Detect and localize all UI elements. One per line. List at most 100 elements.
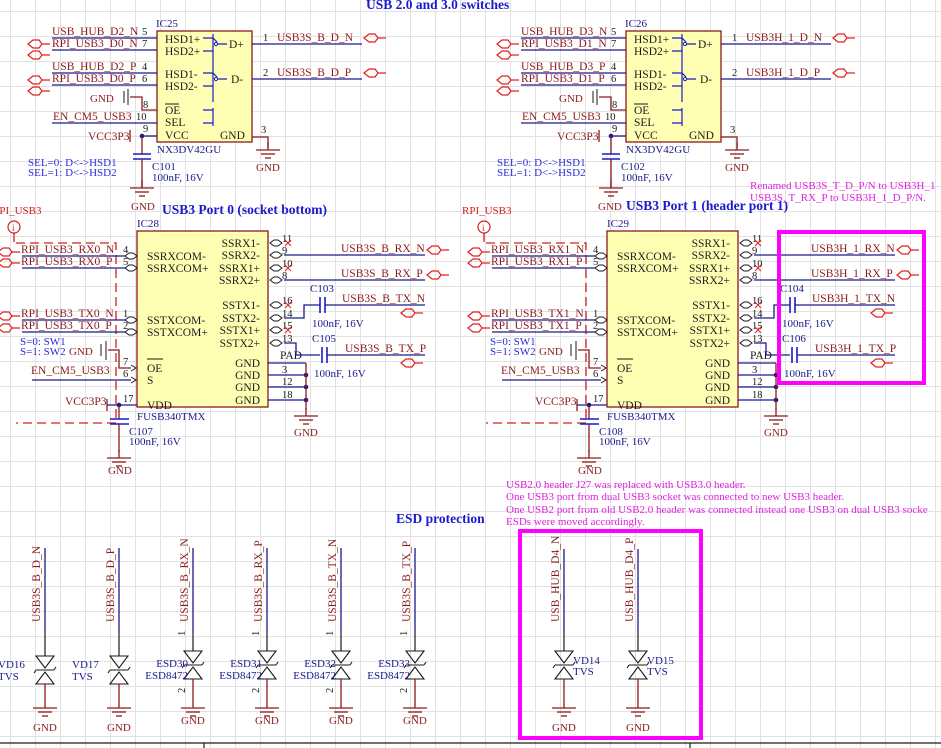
input-pin-icon (130, 376, 137, 384)
ic26-net-rpi-usb3-d1-p[interactable]: RPI_USB3_D1_P (521, 73, 605, 85)
ic26-net-usb-hub-d3-n[interactable]: USB_HUB_D3_N (521, 26, 608, 38)
esd-protection[interactable]: USB3S_B_D_NGNDVD16TVSUSB3S_B_D_PGNDVD17T… (0, 535, 674, 734)
tvs-ref: VD16 (0, 659, 25, 671)
ic29-net-en[interactable]: EN_CM5_USB3 (501, 365, 580, 377)
esd-net-label[interactable]: USB3S_B_RX_P (253, 540, 265, 622)
ic25-net-rpi-usb3-d0-p[interactable]: RPI_USB3_D0_P (52, 73, 136, 85)
ic29-net-left-2[interactable]: RPI_USB3_TX1_N (491, 308, 584, 320)
ic25-net-en-cm5-usb3[interactable]: EN_CM5_USB3 (53, 111, 132, 123)
ic29-net-right-2[interactable]: USB3H_1_TX_N (812, 293, 896, 305)
ic25-net-vcc3p3[interactable]: VCC3P3 (88, 131, 130, 143)
esd-net-label[interactable]: USB_HUB_D4_P (624, 538, 636, 622)
ic29-net-right-0[interactable]: USB3H_1_RX_N (811, 243, 895, 255)
ic26-net-en-cm5-usb3[interactable]: EN_CM5_USB3 (522, 111, 601, 123)
ic28-net-right-1[interactable]: USB3S_B_RX_P (341, 268, 423, 280)
esd-net-label[interactable]: USB3S_B_RX_N (179, 538, 191, 622)
header-note-line-3: ESDs were moved accordingly. (506, 516, 645, 528)
ic29-pinnum: 12 (752, 377, 763, 388)
ic28-pin-right-0: SSRX1- (222, 238, 261, 250)
tvs-ref: VD14 (573, 655, 600, 667)
esd-net-label[interactable]: USB_HUB_D4_N (550, 535, 562, 622)
esd-pin2: 2 (251, 688, 262, 693)
esd-net-label[interactable]: USB3S_B_TX_P (401, 541, 413, 622)
ic29-pinnum: 18 (752, 390, 763, 401)
ic28-net-en[interactable]: EN_CM5_USB3 (31, 365, 110, 377)
ic28-body[interactable] (136, 230, 269, 408)
ic25-net-usb3s-b-d-p[interactable]: USB3S_B_D_P (277, 67, 351, 79)
esd-pin1: 1 (325, 631, 336, 636)
esd-ref: ESD32 (304, 658, 336, 670)
ic28-pin-right-3: SSRX2+ (219, 275, 260, 287)
ic28-port-label[interactable]: RPI_USB3 (0, 205, 42, 217)
ic29-net-right-1[interactable]: USB3H_1_RX_P (811, 268, 893, 280)
ic26-net-vcc3p3[interactable]: VCC3P3 (557, 131, 599, 143)
ic29-net-left-3[interactable]: RPI_USB3_TX1_P (491, 320, 582, 332)
ic28-pin-right-10: GND (235, 382, 260, 394)
ic28-net-right-3[interactable]: USB3S_B_TX_P (345, 343, 426, 355)
ic28-pin-right-11: GND (235, 395, 260, 407)
esd-net-label[interactable]: USB3S_B_TX_N (327, 538, 339, 622)
ic28-net-left-1[interactable]: RPI_USB3_RX0_P (21, 256, 112, 268)
highlight-box-port1 (777, 230, 926, 385)
ic25-switch[interactable]: IC25 HSD1+ HSD2+ HSD1- HSD2- OE SEL VCC … (27, 18, 387, 197)
ic25-net-usb-hub-d2-n[interactable]: USB_HUB_D2_N (52, 26, 139, 38)
ic25-part: NX3DV42GU (157, 144, 221, 156)
tvs-ref: VD15 (647, 655, 674, 667)
ic26-net-usb3h-1-d-p[interactable]: USB3H_1_D_P (746, 67, 820, 79)
ic28-net-vcc[interactable]: VCC3P3 (65, 396, 107, 408)
header-note-line-0: USB2.0 header J27 was replaced with USB3… (506, 479, 746, 491)
ic25-net-usb-hub-d2-p[interactable]: USB_HUB_D2_P (52, 61, 136, 73)
ic25-net-rpi-usb3-d0-n[interactable]: RPI_USB3_D0_N (52, 38, 138, 50)
ic29-net-vcc[interactable]: VCC3P3 (535, 396, 577, 408)
ground-icon (106, 699, 132, 717)
ic26-net-rpi-usb3-d1-n[interactable]: RPI_USB3_D1_N (521, 38, 607, 50)
ic29-port-label[interactable]: RPI_USB3 (462, 205, 512, 217)
esd-net-label[interactable]: USB3S_B_D_N (31, 545, 43, 622)
bidir-pin-icon (739, 239, 753, 247)
ic28-net-left-3[interactable]: RPI_USB3_TX0_P (21, 320, 112, 332)
ic29-body[interactable] (606, 230, 739, 408)
offsheet-port-icon (832, 68, 856, 78)
ic28-net-left-0[interactable]: RPI_USB3_RX0_N (21, 244, 115, 256)
ic28-pin-sstxcom-n: SSTXCOM- (147, 315, 205, 327)
ic29-pin-ssrxcom-p: SSRXCOM+ (617, 263, 678, 275)
ic25-net-usb3s-b-d-n[interactable]: USB3S_B_D_N (277, 32, 354, 44)
ic29-net-left-0[interactable]: RPI_USB3_RX1_N (491, 244, 585, 256)
ic28-mux[interactable]: RPI_USB3iIC28SSRXCOM-4SSRXCOM+5SSTXCOM-1… (0, 205, 450, 477)
ic29-net-left-1[interactable]: RPI_USB3_RX1_P (491, 256, 582, 268)
ic28-part: FUSB340TMX (137, 411, 206, 423)
ic26-net-usb3h-1-d-n[interactable]: USB3H_1_D_N (746, 32, 823, 44)
ic25-ref: IC25 (156, 18, 179, 30)
esd-net-label[interactable]: USB3S_B_D_P (105, 548, 117, 622)
ic28-pinnum: 5 (123, 257, 128, 268)
ic26-switch[interactable]: IC26 HSD1+ HSD2+ HSD1- HSD2- OE SEL VCC … (496, 18, 856, 197)
ic29-net-right-3[interactable]: USB3H_1_TX_P (815, 343, 896, 355)
ic28-net-right-0[interactable]: USB3S_B_RX_N (341, 243, 425, 255)
offsheet-port-icon (27, 86, 51, 96)
ic28-net-right-2[interactable]: USB3S_B_TX_N (342, 293, 426, 305)
esd-pin1: 1 (251, 631, 262, 636)
ic28-net-left-2[interactable]: RPI_USB3_TX0_N (21, 308, 114, 320)
tvs-diode-icon (552, 650, 576, 680)
ic29-s-hint-1: S=1: SW2 (490, 346, 536, 358)
section-title-port1: USB3 Port 1 (header port 1) (626, 198, 788, 213)
offsheet-port-icon (363, 68, 387, 78)
ic26-ref: IC26 (625, 18, 648, 30)
ic26-net-usb-hub-d3-p[interactable]: USB_HUB_D3_P (521, 61, 605, 73)
offsheet-port-icon (870, 308, 894, 318)
offsheet-port-icon (896, 245, 920, 255)
ground-icon (32, 699, 58, 717)
ic29-pin-right-1: SSRX2- (692, 250, 731, 262)
ground-icon (180, 699, 206, 717)
bidir-pin-icon (739, 314, 753, 322)
